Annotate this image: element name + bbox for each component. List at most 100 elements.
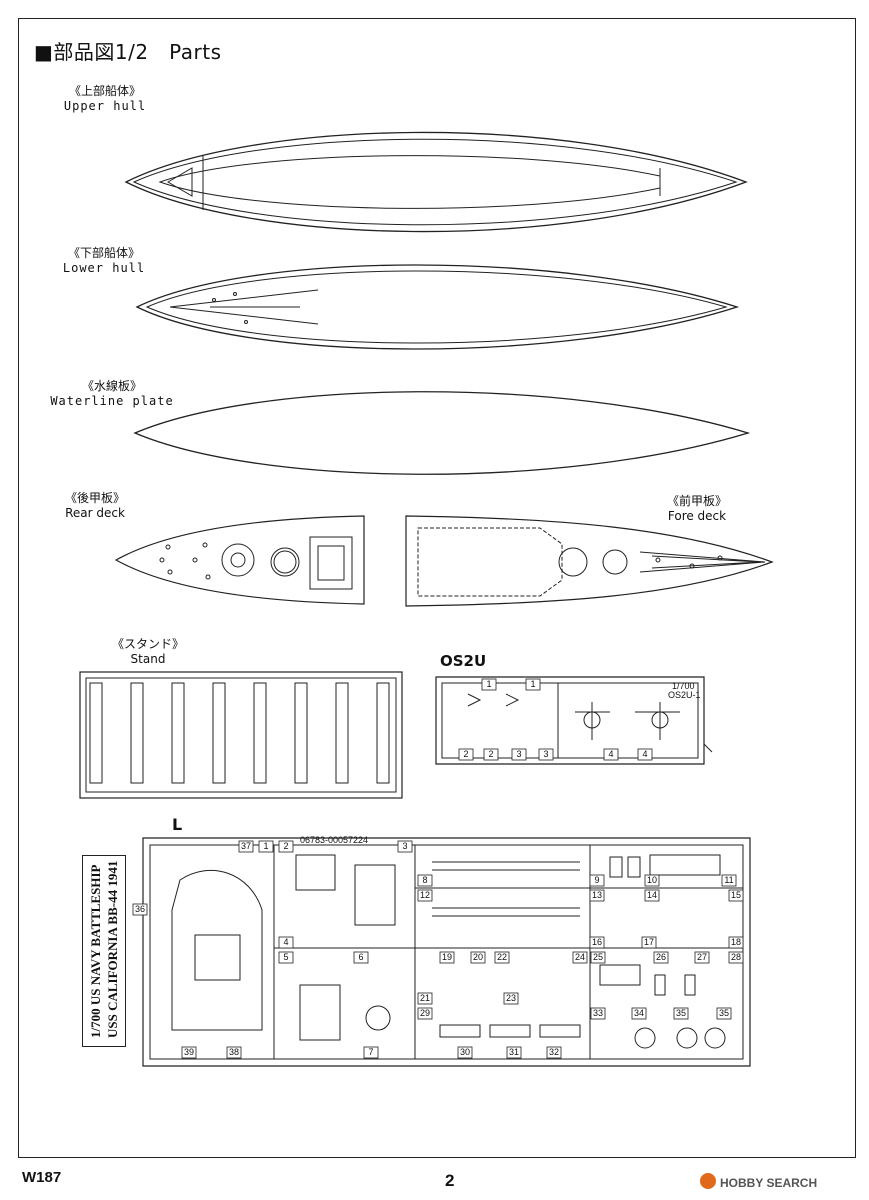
l-number-label-14: 15 — [731, 890, 741, 900]
l-number-label-30: 31 — [509, 1047, 519, 1057]
l-number-box-32 — [590, 1007, 606, 1020]
l-number-label-38: 38 — [229, 1047, 239, 1057]
l-number-label-16: 17 — [644, 937, 654, 947]
l-number-label-9: 10 — [647, 875, 657, 885]
l-number-label-18: 19 — [442, 952, 452, 962]
l-number-label-11: 12 — [420, 890, 430, 900]
l-number-box-26 — [694, 951, 710, 964]
l-number-label-21: 22 — [497, 952, 507, 962]
l-number-box-14 — [728, 889, 744, 902]
stand-label: 《スタンド》Stand — [111, 637, 184, 666]
fore-deck-label: 《前甲板》Fore deck — [666, 494, 727, 523]
l-number-label-29: 30 — [460, 1047, 470, 1057]
upper-hull — [124, 131, 748, 233]
l-sprue-label-line2: USS CALIFORNIA BB-44 1941 — [105, 860, 120, 1038]
l-number-label-20: 21 — [420, 993, 430, 1003]
l-number-label-0: 1 — [263, 841, 268, 851]
os2u-number-box-7 — [637, 748, 653, 761]
lower-hull — [135, 264, 740, 350]
l-number-box-35 — [716, 1007, 732, 1020]
os2u-number-box-2 — [458, 748, 474, 761]
os2u-number-label-1: 1 — [530, 679, 535, 689]
l-number-label-5: 6 — [358, 952, 363, 962]
l-number-box-1 — [278, 840, 294, 853]
os2u-number-label-5: 3 — [543, 749, 548, 759]
l-number-box-7 — [417, 874, 433, 887]
l-number-box-33 — [631, 1007, 647, 1020]
l-number-label-35: 35 — [719, 1008, 729, 1018]
os2u-number-box-4 — [511, 748, 527, 761]
rear-deck — [114, 515, 365, 605]
l-number-box-12 — [589, 889, 605, 902]
os2u-number-label-7: 4 — [642, 749, 647, 759]
os2u-number-box-5 — [538, 748, 554, 761]
l-sprue-code-text: 06783-00057224 — [300, 835, 368, 845]
l-number-box-24 — [590, 951, 606, 964]
l-number-label-10: 11 — [724, 875, 733, 885]
l-number-box-37 — [238, 840, 254, 853]
os2u-number-label-6: 4 — [608, 749, 613, 759]
page-title: ■部品図1/2 Parts — [34, 40, 222, 64]
l-number-label-12: 13 — [592, 890, 602, 900]
l-number-box-36 — [132, 903, 148, 916]
l-sprue-label-plate: 1/700 US NAVY BATTLESHIP USS CALIFORNIA … — [82, 855, 126, 1047]
os2u-sprue-title: OS2U — [440, 652, 487, 670]
l-number-label-13: 14 — [647, 890, 657, 900]
os2u-sprue — [435, 676, 713, 765]
page-number: 2 — [445, 1171, 455, 1190]
fore-deck — [405, 515, 774, 607]
os2u-number-box-6 — [603, 748, 619, 761]
waterline-plate — [133, 391, 751, 475]
l-number-box-29 — [457, 1046, 473, 1059]
l-number-label-19: 20 — [473, 952, 483, 962]
l-number-box-3 — [278, 936, 294, 949]
l-number-label-1: 2 — [283, 841, 288, 851]
os2u-number-box-1 — [525, 678, 541, 691]
l-number-box-2 — [397, 840, 413, 853]
page-frame — [18, 18, 856, 1158]
os2u-code-text: OS2U-1 — [668, 690, 701, 700]
l-number-box-22 — [503, 992, 519, 1005]
l-number-label-23: 24 — [575, 952, 585, 962]
l-number-box-39 — [181, 1046, 197, 1059]
l-number-box-4 — [278, 951, 294, 964]
l-number-box-16 — [641, 936, 657, 949]
l-number-box-17 — [728, 936, 744, 949]
l-number-label-39: 39 — [184, 1047, 194, 1057]
l-number-box-28 — [417, 1007, 433, 1020]
l-number-box-30 — [506, 1046, 522, 1059]
l-number-box-27 — [728, 951, 744, 964]
l-number-box-38 — [226, 1046, 242, 1059]
os2u-number-label-2: 2 — [463, 749, 468, 759]
l-number-box-31 — [546, 1046, 562, 1059]
l-number-label-22: 23 — [506, 993, 516, 1003]
footer-code: W187 — [22, 1169, 62, 1186]
l-number-label-15: 16 — [592, 937, 602, 947]
os2u-number-box-3 — [483, 748, 499, 761]
l-number-label-25: 26 — [656, 952, 666, 962]
watermark-logo-icon — [700, 1173, 716, 1189]
l-number-box-10 — [721, 874, 737, 887]
upper-hull-label: 《上部船体》Upper hull — [63, 84, 147, 113]
l-number-label-17: 18 — [731, 937, 741, 947]
os2u-number-label-3: 2 — [488, 749, 493, 759]
os2u-number-box-0 — [481, 678, 497, 691]
l-number-box-23 — [572, 951, 588, 964]
stand-sprue — [79, 671, 403, 799]
l-number-label-36: 36 — [135, 904, 145, 914]
l-number-label-24: 25 — [593, 952, 603, 962]
l-number-label-28: 29 — [420, 1008, 430, 1018]
l-number-label-3: 4 — [283, 937, 288, 947]
os2u-number-label-4: 3 — [516, 749, 521, 759]
l-sprue-label-line1: 1/700 US NAVY BATTLESHIP — [88, 864, 103, 1039]
l-number-box-0 — [258, 840, 274, 853]
l-number-label-6: 7 — [368, 1047, 373, 1057]
l-sprue — [142, 837, 751, 1067]
l-number-box-21 — [494, 951, 510, 964]
l-number-label-4: 5 — [283, 952, 288, 962]
l-number-box-5 — [353, 951, 369, 964]
l-sprue-title: L — [172, 815, 183, 834]
l-number-box-15 — [589, 936, 605, 949]
